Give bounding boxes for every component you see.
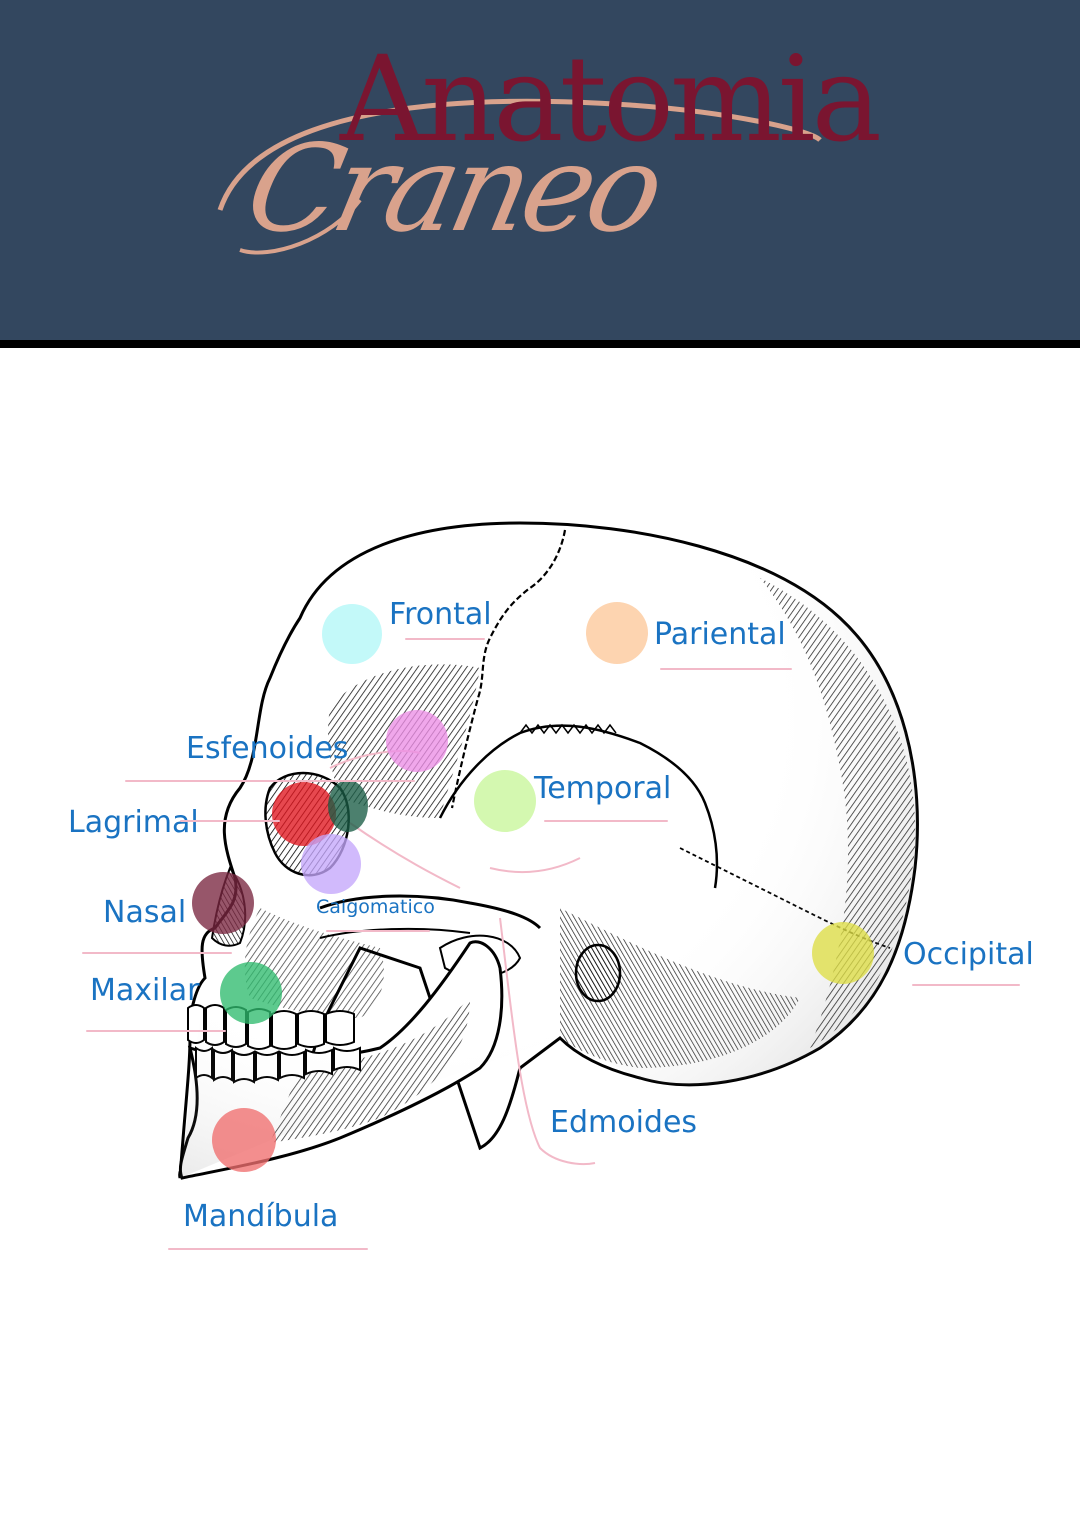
underline-nasal: [82, 952, 232, 954]
dot-nasal: [192, 872, 254, 934]
dot-temporal: [474, 770, 536, 832]
label-esfenoides: Esfenoides: [186, 731, 349, 766]
label-pariental: Pariental: [654, 617, 786, 652]
underline-lagrimal: [180, 820, 280, 822]
dot-caigomatico: [301, 834, 361, 894]
dot-edmoides: [328, 780, 368, 832]
dot-frontal: [322, 604, 382, 664]
underline-mandibula: [168, 1248, 368, 1250]
label-temporal: Temporal: [534, 771, 672, 806]
label-frontal: Frontal: [389, 597, 492, 632]
dot-pariental: [586, 602, 648, 664]
dot-esfenoides: [386, 710, 448, 772]
dot-occipital: [812, 922, 874, 984]
leader-lines: [329, 750, 596, 1166]
header-banner: Craneo Anatomia: [0, 0, 1080, 348]
skull-diagram: Frontal Pariental Esfenoides Temporal La…: [0, 348, 1080, 1527]
underline-occipital: [912, 984, 1020, 986]
underline-caigomatico: [326, 930, 430, 932]
underline-maxilar: [86, 1030, 226, 1032]
underline-frontal: [405, 638, 485, 640]
underline-esfenoides: [125, 780, 415, 782]
label-maxilar: Maxilar: [90, 973, 200, 1008]
title-main: Anatomia: [340, 30, 882, 168]
underline-temporal: [544, 820, 668, 822]
dot-maxilar: [220, 962, 282, 1024]
label-caigomatico: Caigomatico: [316, 896, 435, 918]
dot-mandibula: [212, 1108, 276, 1172]
label-mandibula: Mandíbula: [183, 1199, 339, 1234]
skull-illustration: [178, 521, 919, 1180]
underline-pariental: [660, 668, 792, 670]
title-swash-decoration: [217, 98, 822, 255]
label-occipital: Occipital: [903, 937, 1034, 972]
label-edmoides: Edmoides: [550, 1105, 698, 1140]
label-lagrimal: Lagrimal: [68, 805, 199, 840]
label-nasal: Nasal: [103, 895, 187, 930]
